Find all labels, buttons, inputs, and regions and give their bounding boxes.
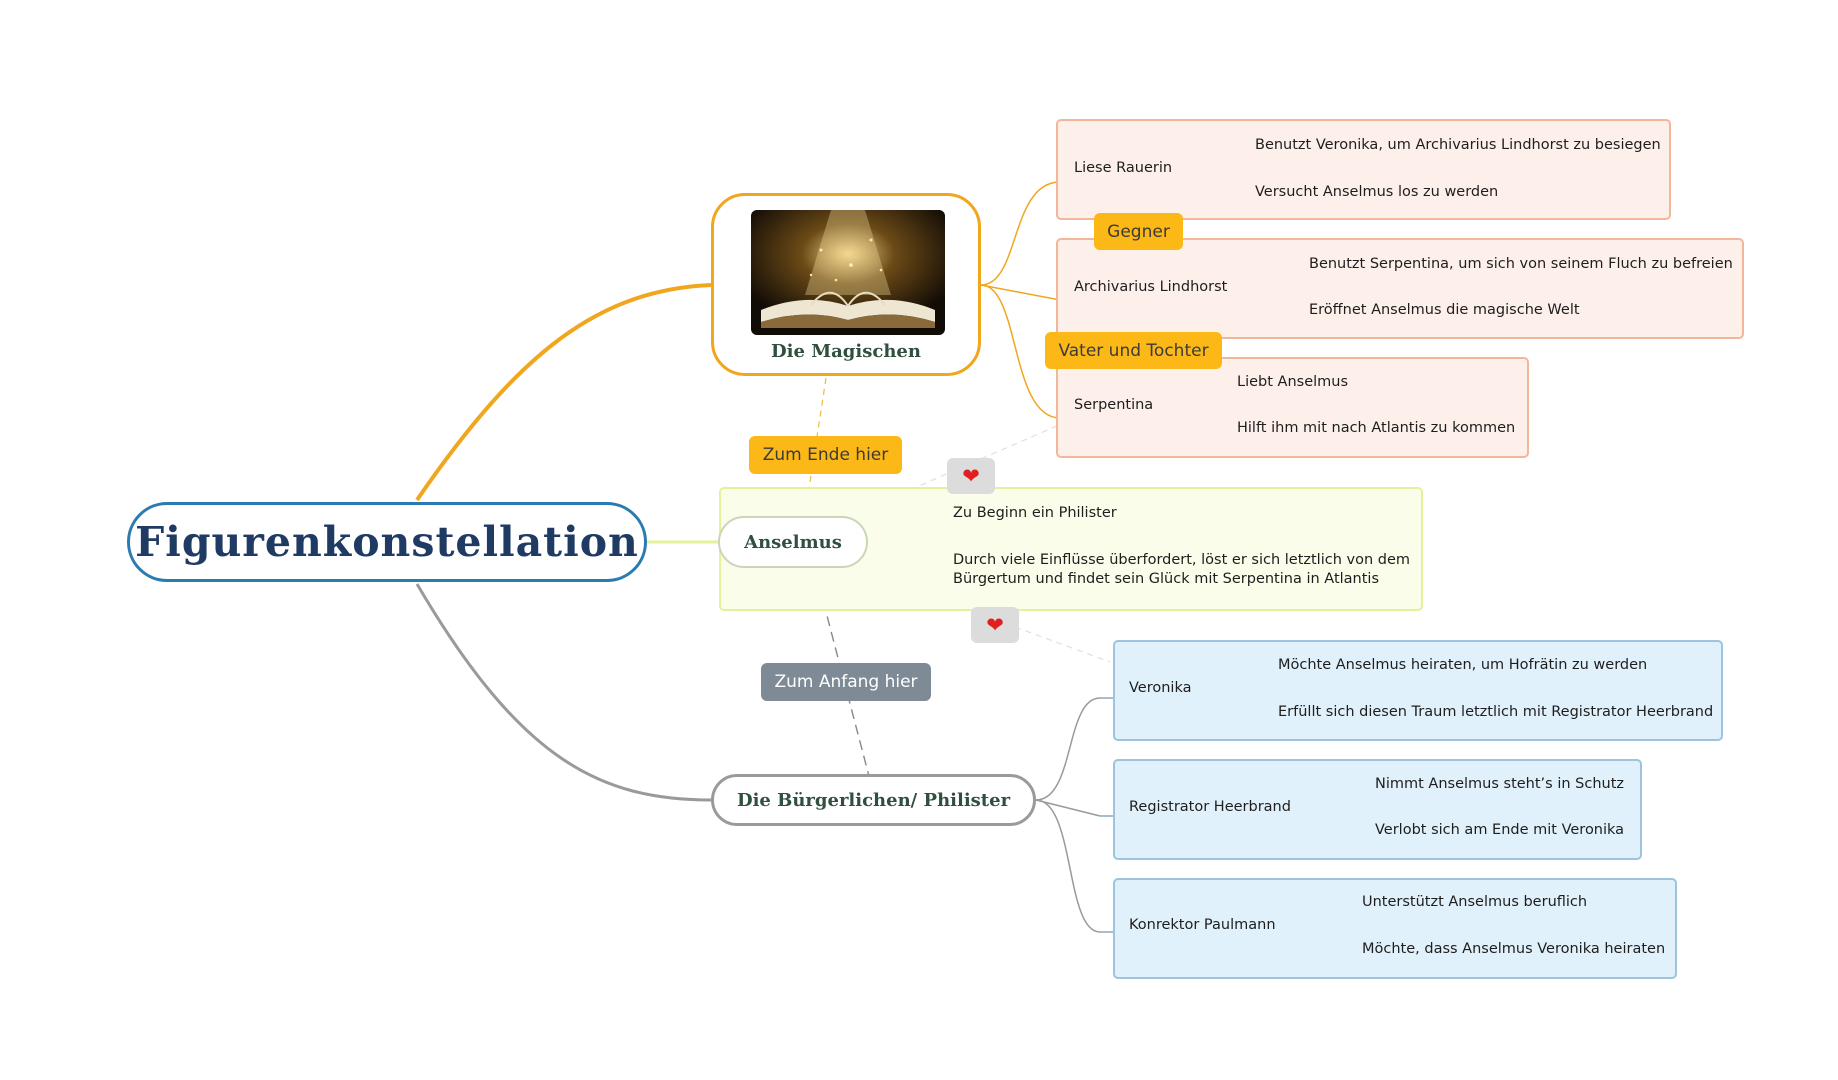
liese-detail-2: Versucht Anselmus los zu werden xyxy=(1255,184,1499,200)
zum-ende-tag[interactable]: Zum Ende hier xyxy=(749,436,902,474)
veronika-label: Veronika xyxy=(1129,680,1192,696)
lindhorst-detail-2: Eröffnet Anselmus die magische Welt xyxy=(1309,302,1580,318)
lindhorst-box[interactable] xyxy=(1056,238,1744,339)
root-title: Figurenkonstellation xyxy=(135,518,639,566)
root-node[interactable]: Figurenkonstellation xyxy=(127,502,647,582)
heart-icon[interactable]: ❤ xyxy=(947,458,995,494)
heerbrand-box[interactable] xyxy=(1113,759,1642,860)
anselmus-detail-2b: Bürgertum und findet sein Glück mit Serp… xyxy=(953,571,1380,587)
magic-node[interactable]: Die Magischen xyxy=(711,193,981,376)
anselmus-detail-1: Zu Beginn ein Philister xyxy=(953,505,1117,521)
heerbrand-detail-2: Verlobt sich am Ende mit Veronika xyxy=(1375,822,1625,838)
paulmann-detail-2: Möchte, dass Anselmus Veronika heiraten xyxy=(1362,941,1666,957)
heart-icon[interactable]: ❤ xyxy=(971,607,1019,643)
anselmus-detail-2a: Durch viele Einflüsse überfordert, löst … xyxy=(953,552,1411,568)
gegner-tag[interactable]: Gegner xyxy=(1094,213,1183,250)
veronika-box[interactable] xyxy=(1113,640,1723,741)
heerbrand-detail-1: Nimmt Anselmus steht’s in Schutz xyxy=(1375,776,1624,792)
lindhorst-detail-1: Benutzt Serpentina, um sich von seinem F… xyxy=(1309,256,1733,272)
paulmann-box[interactable] xyxy=(1113,878,1677,979)
liese-rauerin-box[interactable] xyxy=(1056,119,1671,220)
paulmann-label: Konrektor Paulmann xyxy=(1129,917,1276,933)
anselmus-title: Anselmus xyxy=(744,531,842,553)
burger-title: Die Bürgerlichen/ Philister xyxy=(736,789,1011,811)
serpentina-detail-2: Hilft ihm mit nach Atlantis zu kommen xyxy=(1237,420,1516,436)
paulmann-detail-1: Unterstützt Anselmus beruflich xyxy=(1362,894,1588,910)
liese-detail-1: Benutzt Veronika, um Archivarius Lindhor… xyxy=(1255,137,1661,153)
serpentina-detail-1: Liebt Anselmus xyxy=(1237,374,1349,390)
veronika-detail-2: Erfüllt sich diesen Traum letztlich mit … xyxy=(1278,704,1714,720)
vater-tochter-tag[interactable]: Vater und Tochter xyxy=(1045,332,1222,369)
serpentina-label: Serpentina xyxy=(1074,397,1154,413)
burger-node[interactable]: Die Bürgerlichen/ Philister xyxy=(711,774,1036,826)
anselmus-node[interactable]: Anselmus xyxy=(718,516,868,568)
lindhorst-label: Archivarius Lindhorst xyxy=(1074,279,1228,295)
serpentina-box[interactable] xyxy=(1056,357,1529,458)
liese-rauerin-label: Liese Rauerin xyxy=(1074,160,1173,176)
magic-title: Die Magischen xyxy=(771,341,921,362)
veronika-detail-1: Möchte Anselmus heiraten, um Hofrätin zu… xyxy=(1278,657,1648,673)
open-magic-book-image xyxy=(751,210,945,335)
zum-anfang-tag[interactable]: Zum Anfang hier xyxy=(761,663,931,701)
heerbrand-label: Registrator Heerbrand xyxy=(1129,799,1291,815)
